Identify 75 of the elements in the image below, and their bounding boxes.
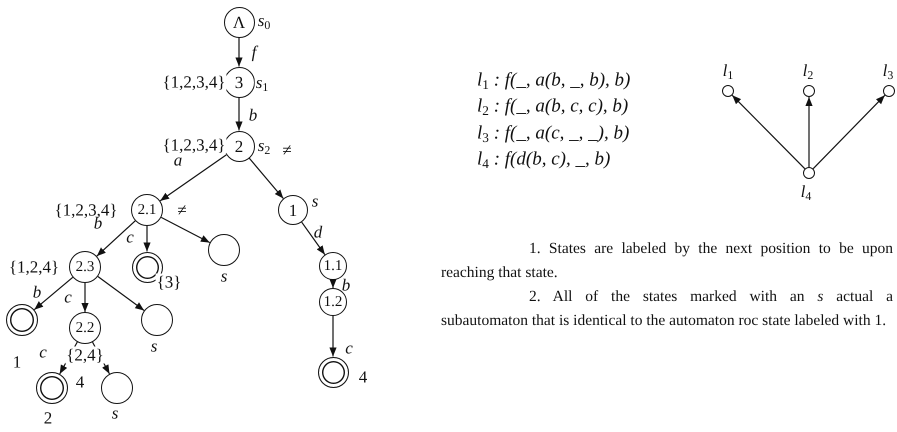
edge-label: c bbox=[345, 340, 353, 356]
transition-arrow bbox=[248, 157, 284, 199]
state-annotation: 4 bbox=[358, 368, 368, 386]
state-circle bbox=[803, 167, 815, 179]
state-number: 1.2 bbox=[324, 294, 342, 310]
edge-label: c bbox=[126, 228, 134, 246]
accepting-state-circle bbox=[36, 372, 68, 404]
edge-label: b bbox=[248, 106, 258, 124]
transition-arrow bbox=[92, 342, 110, 374]
transition-arrow bbox=[329, 279, 337, 288]
note-paragraph: 2. All of the states marked with an s actual a subautomaton that is identical to the automaton roc state labeled with 1. bbox=[441, 287, 893, 330]
state-circle bbox=[803, 85, 815, 97]
state-annotation: {3} bbox=[156, 274, 182, 290]
state-number: 2 bbox=[234, 138, 244, 154]
state-circle bbox=[69, 251, 101, 283]
state-annotation: {1,2,4} bbox=[8, 258, 60, 276]
accepting-state-circle bbox=[318, 356, 348, 388]
edge-label: a bbox=[174, 152, 182, 168]
state-annotation: l$_{3}$ bbox=[882, 62, 894, 82]
state-annotation: {2,4} bbox=[65, 346, 105, 364]
transition-arrow bbox=[329, 316, 337, 356]
state-number: 2.3 bbox=[76, 260, 94, 274]
state-number: 2.2 bbox=[76, 320, 94, 336]
pattern-formula: l$_{4}$ : f(d(b, c), _, b) bbox=[477, 150, 610, 170]
state-circle bbox=[141, 304, 173, 336]
state-number: 1 bbox=[288, 202, 298, 218]
transition-arrow bbox=[81, 283, 89, 312]
state-circle bbox=[101, 372, 133, 404]
state-circle bbox=[224, 130, 254, 162]
transition-arrow bbox=[301, 222, 326, 255]
state-annotation: 4 bbox=[74, 374, 86, 390]
state-number: Λ bbox=[232, 14, 246, 30]
transition-arrow bbox=[812, 94, 886, 170]
state-circle bbox=[224, 66, 254, 98]
state-number: 1.1 bbox=[324, 258, 342, 274]
pattern-formula: l$_{3}$ : f(_, a(c, _, _), b) bbox=[477, 124, 630, 144]
state-circle bbox=[722, 85, 734, 97]
state-circle bbox=[319, 252, 347, 280]
state-annotation: l$_{1}$ bbox=[722, 62, 734, 82]
state-circle bbox=[131, 194, 163, 226]
pattern-formula: l$_{1}$ : f(_, a(b, _, b), b) bbox=[477, 70, 630, 92]
transition-arrow bbox=[96, 220, 136, 257]
edge-label: d bbox=[314, 224, 322, 240]
transition-arrow bbox=[160, 154, 227, 202]
transition-arrow bbox=[235, 98, 243, 130]
pattern-formula: l$_{2}$ : f(_, a(b, c, c), b) bbox=[477, 96, 628, 118]
state-annotation: 1 bbox=[12, 354, 22, 370]
edge-label: c bbox=[64, 288, 72, 306]
transition-arrow bbox=[34, 276, 74, 310]
transition-arrow bbox=[805, 97, 813, 167]
edge-label: c bbox=[39, 344, 47, 360]
transition-arrow bbox=[160, 216, 210, 244]
state-annotation: {1,2,3,4} bbox=[53, 202, 119, 218]
state-annotation: l$_{4}$ bbox=[800, 183, 812, 203]
state-number: 3 bbox=[234, 74, 244, 90]
state-annotation: l$_{2}$ bbox=[802, 62, 814, 82]
state-circle bbox=[208, 234, 240, 266]
state-circle bbox=[69, 312, 101, 344]
note-paragraph: 1. States are labeled by the next position to be upon reaching that state. bbox=[441, 239, 893, 282]
edge-label: b bbox=[342, 276, 350, 294]
state-annotation: 2 bbox=[42, 410, 54, 426]
transition-arrow bbox=[235, 38, 243, 66]
transition-arrow bbox=[98, 276, 144, 311]
state-circle bbox=[883, 85, 895, 97]
state-circle bbox=[278, 195, 308, 225]
state-number: 2.1 bbox=[138, 202, 156, 218]
state-annotation: {1,2,3,4} bbox=[161, 74, 227, 90]
transition-arrow bbox=[732, 94, 806, 170]
state-annotation: {1,2,3,4} bbox=[161, 136, 227, 154]
edge-label: b bbox=[32, 284, 42, 300]
transition-arrow bbox=[143, 226, 151, 252]
state-circle bbox=[224, 6, 254, 38]
edge-label: f bbox=[252, 44, 256, 60]
accepting-state-circle bbox=[6, 304, 38, 336]
transition-arrow bbox=[59, 342, 78, 374]
